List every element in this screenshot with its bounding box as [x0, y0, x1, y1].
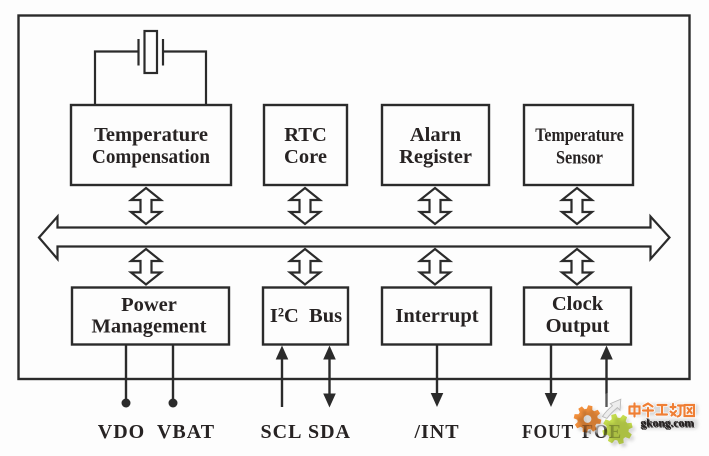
svg-text:RTC: RTC: [284, 124, 327, 146]
svg-text:VDO: VDO: [98, 421, 145, 443]
svg-text:Core: Core: [284, 146, 327, 168]
svg-text:SCL: SCL: [261, 421, 303, 443]
svg-text:Clock: Clock: [552, 293, 604, 315]
svg-text:Sensor: Sensor: [556, 148, 603, 169]
svg-text:Register: Register: [399, 146, 472, 168]
svg-text:Temperature: Temperature: [535, 125, 624, 146]
svg-text:Temperature: Temperature: [94, 124, 208, 146]
svg-text:FOUT: FOUT: [522, 421, 574, 443]
svg-text:Interrupt: Interrupt: [395, 305, 478, 327]
svg-text:gkong.com: gkong.com: [641, 419, 695, 431]
svg-text:/INT: /INT: [413, 421, 459, 443]
svg-text:Output: Output: [546, 315, 610, 337]
svg-text:Alarn: Alarn: [410, 124, 462, 146]
svg-text:Compensation: Compensation: [92, 146, 211, 168]
svg-text:SDA: SDA: [308, 421, 351, 443]
svg-text:Power: Power: [121, 294, 177, 316]
svg-text:I²C Bus: I²C Bus: [270, 305, 342, 327]
svg-text:Management: Management: [91, 316, 206, 338]
svg-text:VBAT: VBAT: [157, 421, 215, 443]
svg-text:gkong.com: gkong.com: [640, 418, 694, 430]
